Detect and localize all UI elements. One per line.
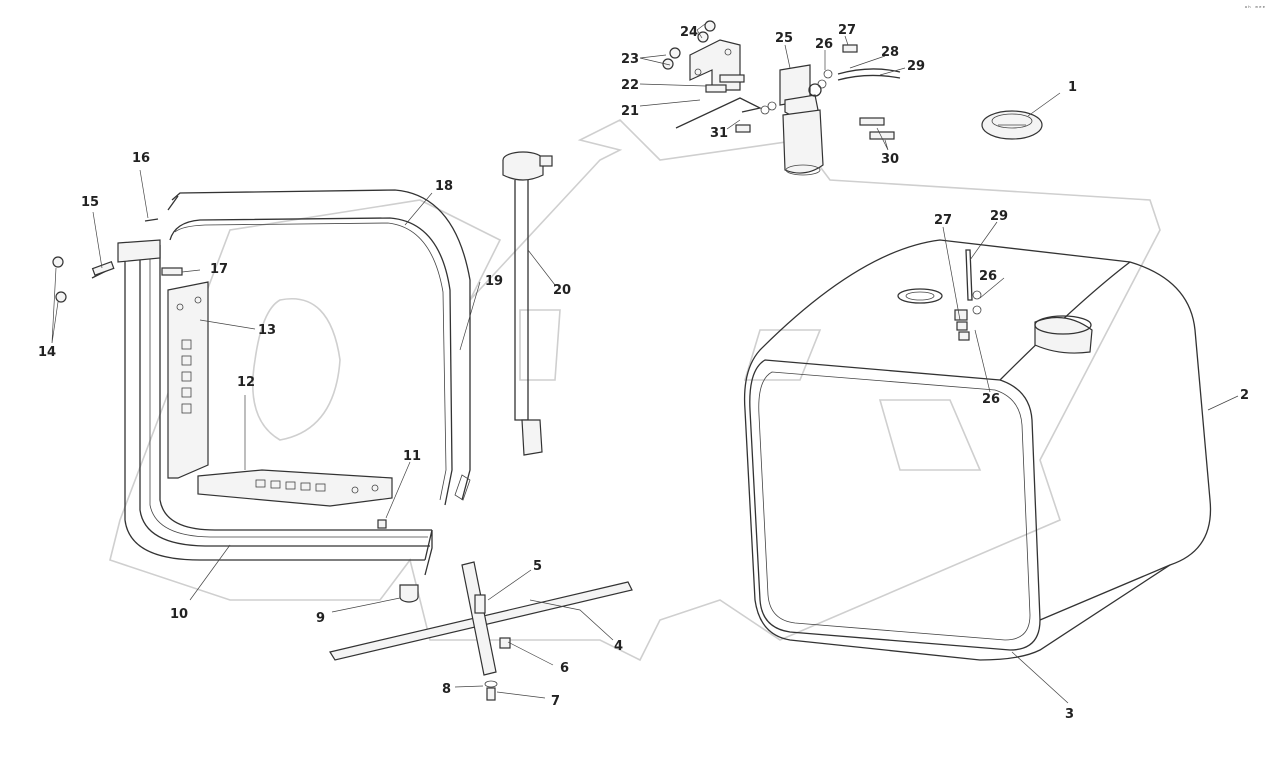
callout-17: 17 [210,262,228,277]
callout-12: 12 [237,375,255,390]
callout-16: 16 [132,151,150,166]
callout-26-tank-lower: 26 [982,392,1000,407]
callout-18: 18 [435,179,453,194]
corner-code: ᵃʰ ᵐᵉᵉ [1244,5,1266,12]
callout-5: 5 [533,559,542,574]
callout-29-tank: 29 [990,209,1008,224]
tank-strap-frame [117,189,471,576]
horizontal-rubber-pad [197,469,393,507]
small-fasteners [52,218,183,303]
callout-10: 10 [170,607,188,622]
callout-21: 21 [621,104,639,119]
callout-20: 20 [553,283,571,298]
callout-14: 14 [38,345,56,360]
callout-labels: 1 2 3 4 5 6 7 8 9 10 11 12 13 14 15 16 1… [38,23,1249,722]
vertical-rubber-pad [167,281,209,479]
callout-2: 2 [1240,388,1249,403]
callout-6: 6 [560,661,569,676]
callout-13: 13 [258,323,276,338]
callout-28: 28 [881,45,899,60]
callout-9: 9 [316,611,325,626]
callout-23: 23 [621,52,639,67]
callout-7: 7 [551,694,560,709]
fuel-filter-assembly [662,20,901,176]
callout-29-filter: 29 [907,59,925,74]
callout-15: 15 [81,195,99,210]
tank-fittings [954,249,982,341]
fuel-tank-body [743,239,1212,661]
callout-27-filter: 27 [838,23,856,38]
callout-30: 30 [881,152,899,167]
callout-11: 11 [403,449,421,464]
callout-27-tank: 27 [934,213,952,228]
callout-26-tank-upper: 26 [979,269,997,284]
callout-22: 22 [621,78,639,93]
callout-4: 4 [614,639,623,654]
watermark [109,119,1161,662]
callout-26-filter: 26 [815,37,833,52]
mounting-straps [329,519,633,701]
callout-24: 24 [680,25,698,40]
filler-cap [981,110,1043,140]
callout-1: 1 [1068,80,1077,95]
callout-25: 25 [775,31,793,46]
callout-3: 3 [1065,707,1074,722]
fuel-level-sensor [502,151,553,456]
callout-8: 8 [442,682,451,697]
callout-31: 31 [710,126,728,141]
leader-lines [51,23,1239,704]
callout-19: 19 [485,274,503,289]
